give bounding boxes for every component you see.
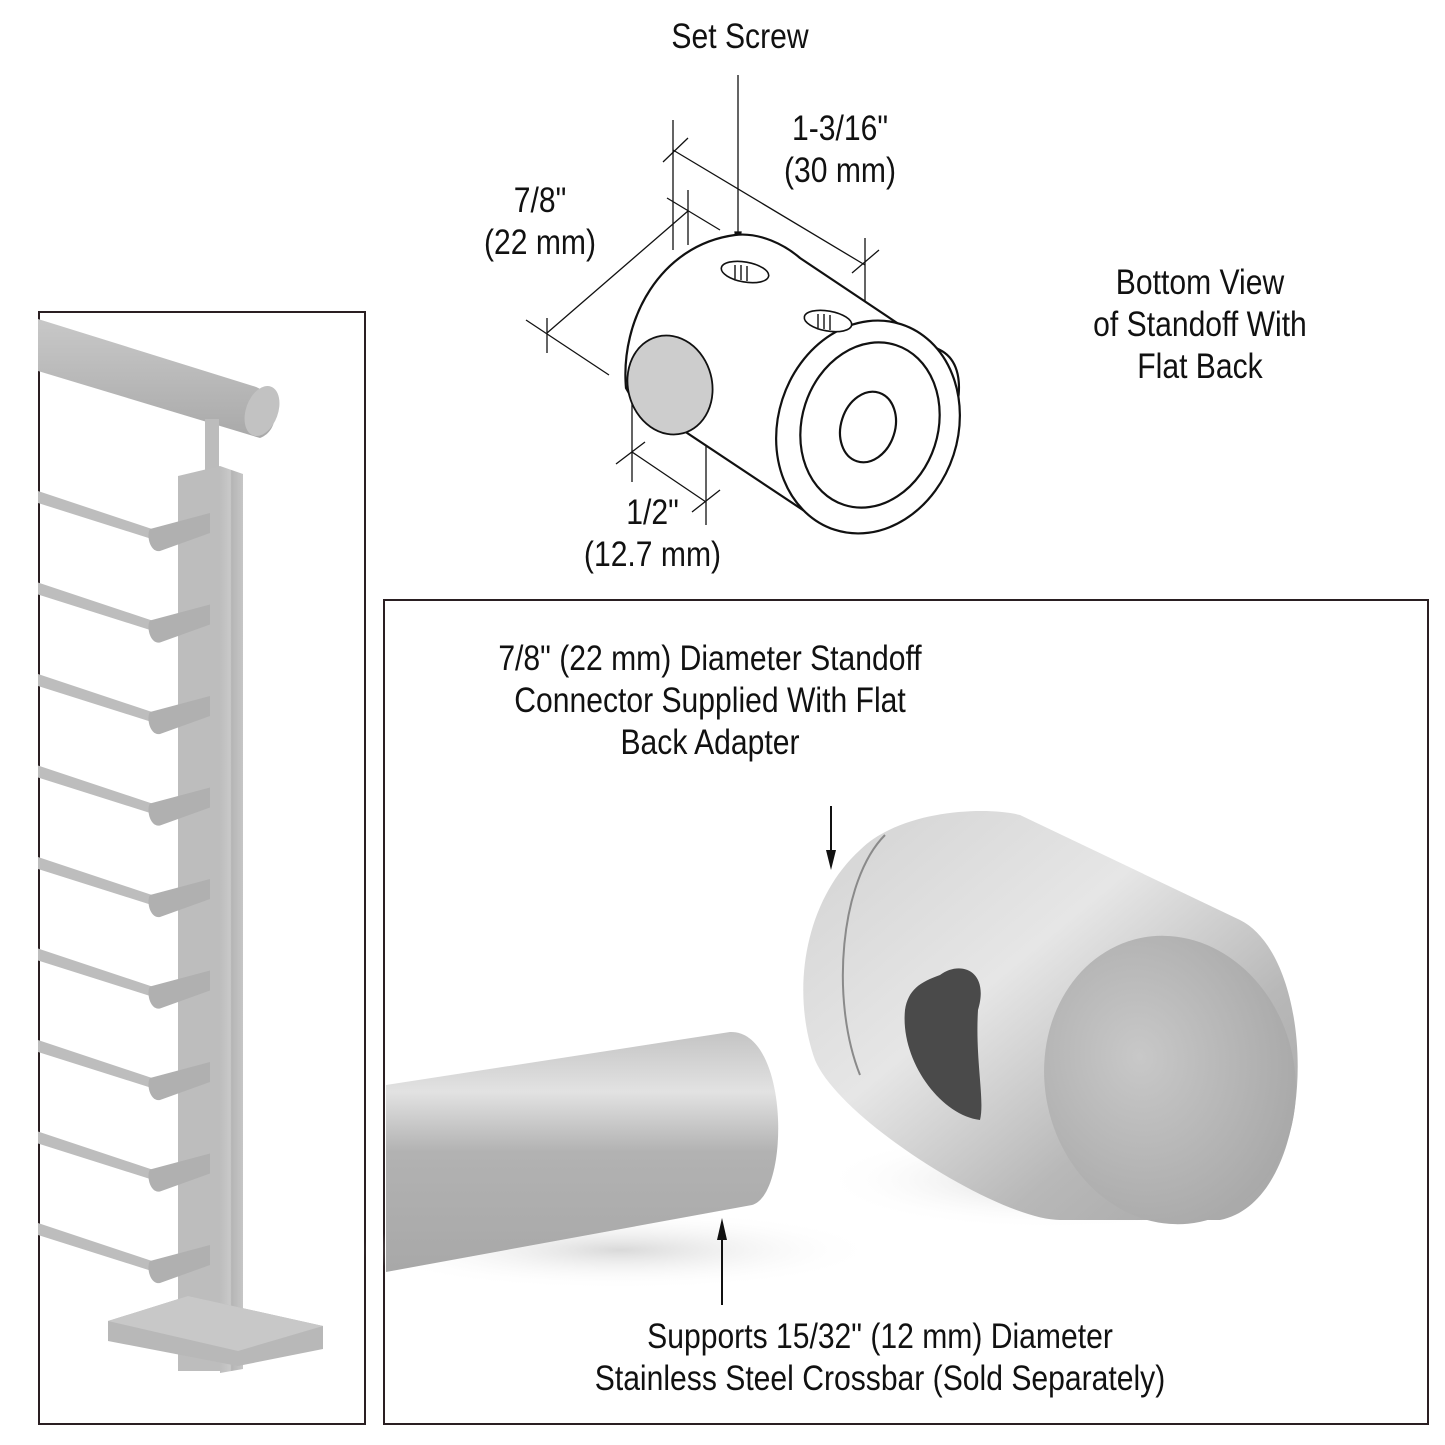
photo-panel-frame — [383, 599, 1429, 1425]
standoff-photo — [360, 806, 1298, 1305]
length-dimension-label: 1-3/16" (30 mm) — [783, 109, 897, 190]
diameter-dimension-label: 7/8" (22 mm) — [483, 181, 597, 262]
crossbar-caption: Supports 15/32" (12 mm) Diameter Stainle… — [594, 1317, 1166, 1398]
standoff-line-drawing — [525, 75, 961, 535]
set-screw-label: Set Screw — [671, 17, 809, 56]
hole-dimension-label: 1/2" (12.7 mm) — [583, 493, 722, 574]
railing-crossbars — [38, 491, 210, 1284]
bottom-view-caption: Bottom View of Standoff With Flat Back — [1093, 263, 1307, 386]
railing-post-illustration — [38, 319, 323, 1373]
standoff-caption: 7/8" (22 mm) Diameter Standoff Connector… — [498, 639, 922, 762]
